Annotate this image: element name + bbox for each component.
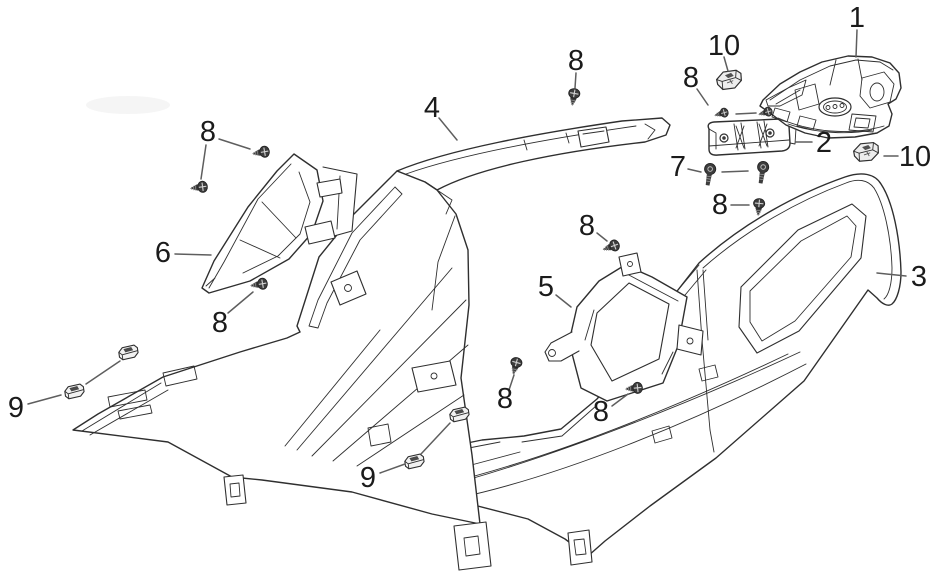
callout-8d: 8: [683, 62, 699, 94]
callout-9a: 9: [8, 392, 24, 424]
callout-10b: 10: [899, 141, 931, 173]
callout-4: 4: [424, 92, 440, 124]
part-left-inner-cover: [201, 153, 358, 294]
screw-8-g: [751, 197, 766, 217]
callout-10a: 10: [708, 30, 740, 62]
screw-8-a: [250, 144, 271, 160]
screw-8-e: [712, 106, 730, 121]
callout-8e: 8: [712, 189, 728, 221]
callout-8a: 8: [200, 116, 216, 148]
clip-9-b: [63, 383, 86, 400]
callout-5: 5: [538, 271, 554, 303]
bolt-7-a: [701, 162, 718, 187]
callout-8f: 8: [579, 210, 595, 242]
callout-8b: 8: [212, 307, 228, 339]
clip-10-a: [714, 67, 745, 92]
clip-9-a: [117, 344, 140, 361]
callout-9b: 9: [360, 462, 376, 494]
callout-8g: 8: [497, 383, 513, 415]
scan-artifact: [86, 96, 170, 114]
screw-8-f: [756, 105, 774, 120]
callout-8h: 8: [593, 396, 609, 428]
clip-10-b: [852, 140, 881, 164]
part-tail-light-bracket: [707, 118, 797, 156]
bolt-7-b: [754, 160, 771, 185]
callout-3: 3: [911, 261, 927, 293]
callout-2: 2: [816, 127, 832, 159]
callout-7: 7: [670, 151, 686, 183]
leader-lines: [27, 29, 907, 474]
part-right-inner-cover: [544, 252, 704, 402]
part-left-rear-side-panel: [72, 117, 671, 571]
callout-8c: 8: [568, 45, 584, 77]
callout-labels: 1 10 8 2 10 7 8 8 4 8 6 8 5 8 3 8 8 9 9: [8, 2, 931, 494]
screw-8-b: [188, 180, 209, 195]
screw-8-d: [566, 87, 582, 108]
screw-8-h: [600, 237, 622, 256]
screw-8-i: [507, 355, 524, 377]
callout-6: 6: [155, 237, 171, 269]
part-tail-light-assembly: [759, 55, 902, 139]
callout-1: 1: [849, 2, 865, 34]
